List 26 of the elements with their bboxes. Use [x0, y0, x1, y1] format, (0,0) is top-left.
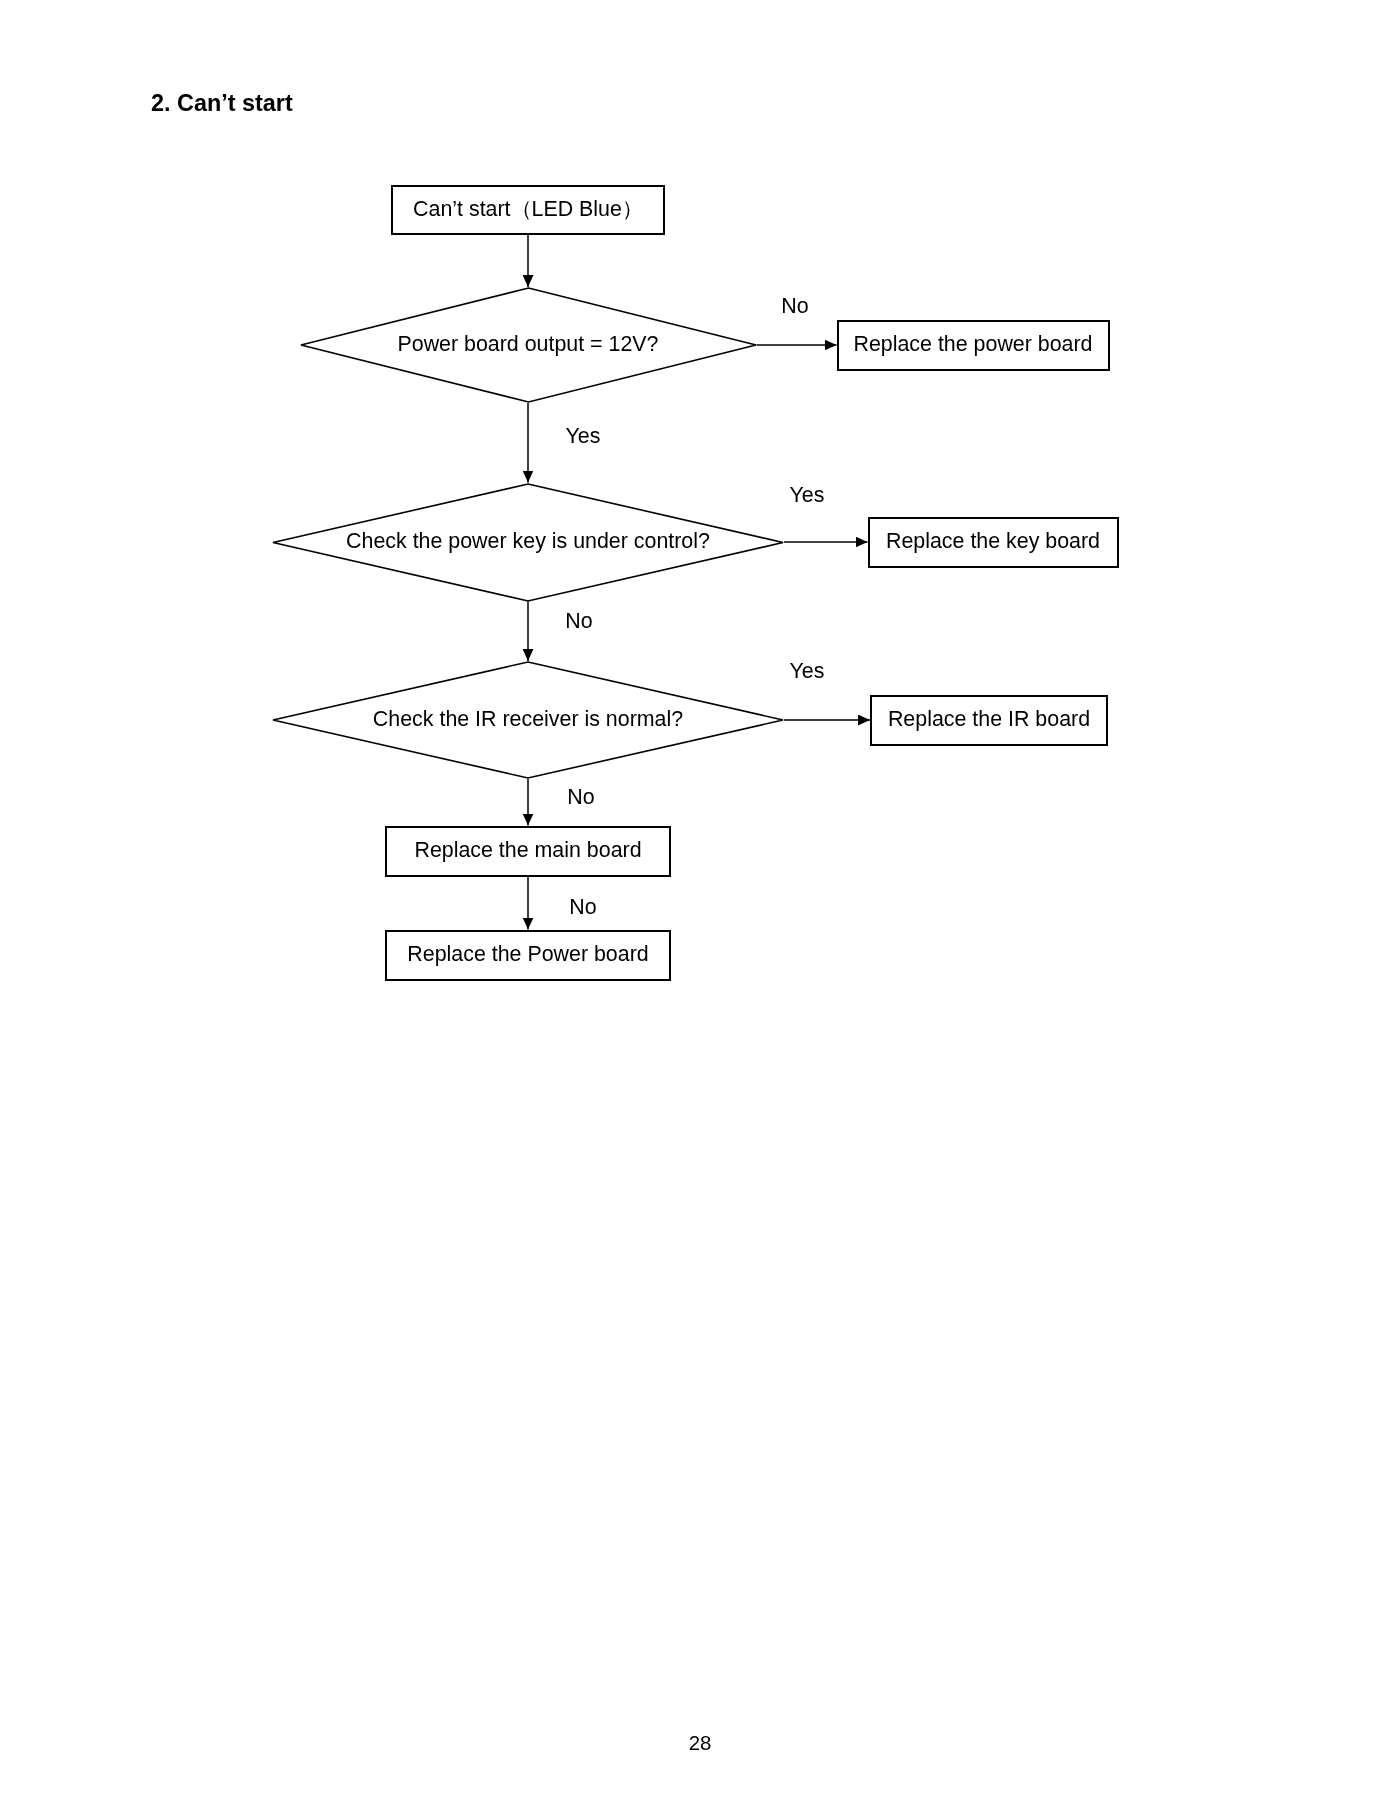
process-box: Replace the Power board: [385, 929, 671, 981]
decision-diamond: Check the IR receiver is normal?: [272, 661, 784, 779]
decision-diamond: Check the power key is under control?: [272, 482, 784, 602]
edge-label: No: [565, 611, 593, 633]
process-box: Replace the key board: [867, 516, 1119, 568]
edge-label: Yes: [789, 485, 825, 507]
edge-label: No: [567, 787, 595, 809]
arrow: [783, 536, 869, 548]
arrow: [522, 402, 534, 484]
process-box: Replace the power board: [836, 319, 1110, 371]
arrow: [522, 234, 534, 288]
process-box: Can’t start（LED Blue）: [391, 185, 665, 235]
edge-label: No: [781, 296, 809, 318]
process-box: Replace the IR board: [870, 694, 1108, 746]
arrow: [522, 875, 534, 931]
page-number: 28: [688, 1732, 712, 1754]
edge-label: Yes: [789, 661, 825, 683]
decision-diamond: Power board output = 12V?: [299, 287, 757, 403]
edge-label: Yes: [565, 426, 601, 448]
process-box: Replace the main board: [385, 825, 671, 877]
arrow: [755, 339, 838, 351]
heading: 2. Can’t start: [151, 92, 293, 116]
edge-label: No: [569, 897, 597, 919]
arrow: [522, 778, 534, 827]
arrow: [783, 714, 871, 726]
arrow: [522, 600, 534, 662]
